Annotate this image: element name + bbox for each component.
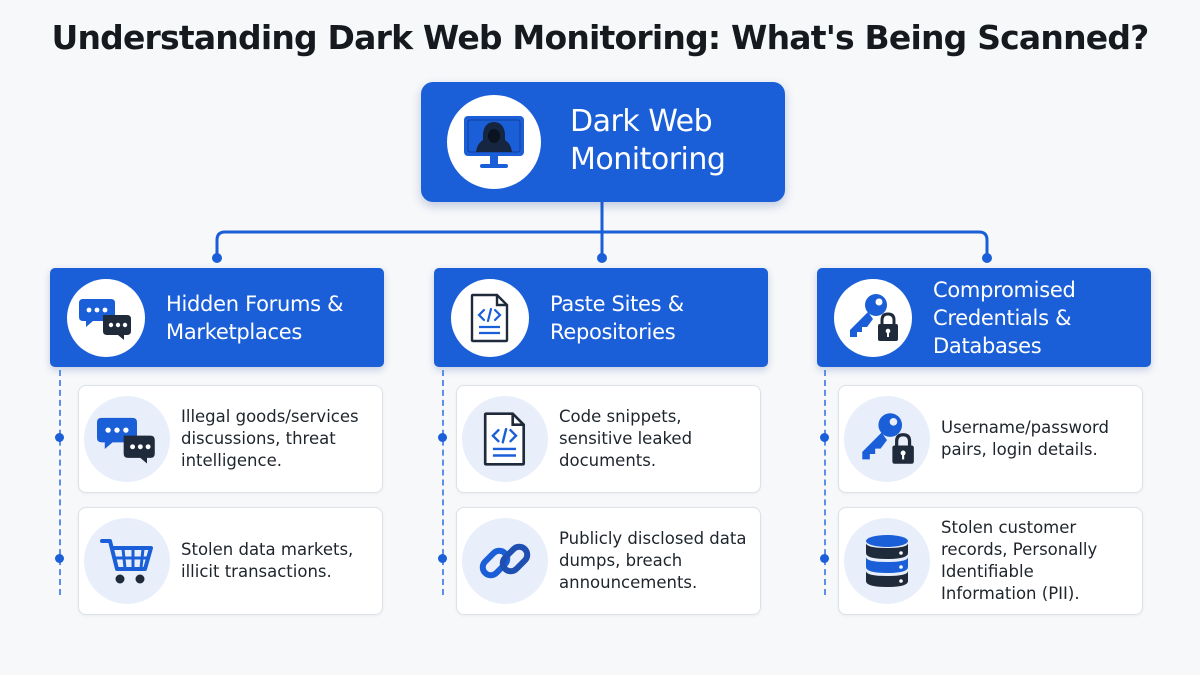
item-text: Username/password pairs, login details. [941,418,1110,459]
category-badge [834,279,912,357]
code-document-icon [470,293,509,343]
item-card: Code snippets, sensitive leaked document… [456,385,761,493]
item-badge [84,396,170,482]
category-badge [451,279,529,357]
chain-link-icon [479,543,531,579]
category-hidden-forums: Hidden Forums & Marketplaces [50,268,384,367]
item-text: Code snippets, sensitive leaked document… [559,407,693,470]
chat-bubbles-icon [79,299,131,340]
code-document-icon [483,412,526,466]
timeline-dot [438,433,447,442]
category-compromised-credentials: Compromised Credentials & Databases [817,268,1151,367]
item-badge [844,396,930,482]
item-card: Publicly disclosed data dumps, breach an… [456,507,761,615]
item-badge [462,518,548,604]
category-label: Paste Sites & Repositories [550,268,758,367]
category-label-line: Marketplaces [166,319,303,344]
timeline-dot [55,433,64,442]
timeline-dot [55,554,64,563]
item-text: Illegal goods/services discussions, thre… [181,407,359,470]
root-label: Dark Web Monitoring [570,103,775,179]
root-badge [447,95,541,189]
root-label-line2: Monitoring [570,142,726,177]
item-card: Username/password pairs, login details. [838,385,1143,493]
item-text: Publicly disclosed data dumps, breach an… [559,529,747,592]
category-label-line: Credentials & [933,305,1072,330]
shopping-cart-icon [100,539,153,584]
item-badge [84,518,170,604]
database-icon [866,535,908,587]
key-lock-icon [850,294,898,341]
category-label-line: Compromised [933,277,1076,302]
timeline-dashed-line [824,370,826,595]
timeline-dashed-line [59,370,61,595]
timeline-dashed-line [442,370,444,595]
item-card: Illegal goods/services discussions, thre… [78,385,383,493]
category-label-line: Hidden Forums & [166,291,344,316]
category-paste-sites: Paste Sites & Repositories [434,268,768,367]
category-label: Hidden Forums & Marketplaces [166,268,374,367]
item-text: Stolen data markets, illicit transaction… [181,540,354,581]
timeline-dot [820,554,829,563]
item-badge [844,518,930,604]
root-node-dark-web-monitoring: Dark Web Monitoring [421,82,785,202]
item-badge [462,396,548,482]
chat-bubbles-icon [97,417,155,464]
category-badge [67,279,145,357]
category-label-line: Databases [933,333,1042,358]
timeline-dot [820,433,829,442]
root-label-line1: Dark Web [570,104,713,139]
category-label-line: Repositories [550,319,676,344]
item-card: Stolen data markets, illicit transaction… [78,507,383,615]
timeline-dot [438,554,447,563]
item-text: Stolen customer records, Personally Iden… [941,518,1098,603]
page-title: Understanding Dark Web Monitoring: What'… [51,18,1149,57]
key-lock-icon [862,413,914,464]
category-label-line: Paste Sites & [550,291,684,316]
hooded-hacker-monitor-icon [464,116,524,168]
item-card: Stolen customer records, Personally Iden… [838,507,1143,615]
category-label: Compromised Credentials & Databases [933,268,1141,367]
